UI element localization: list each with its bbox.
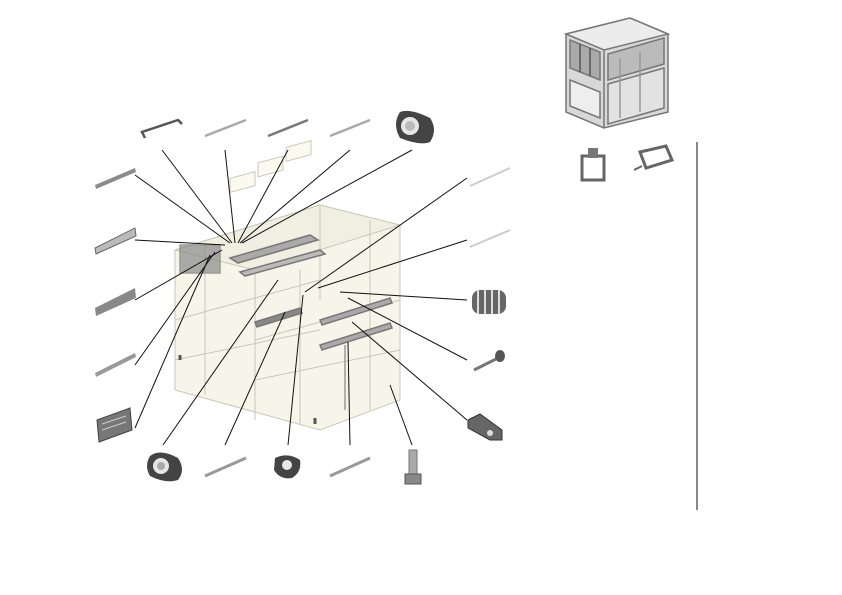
flange-bushing-icon bbox=[147, 452, 182, 482]
bent-rod-icon bbox=[140, 118, 183, 139]
rod-icon bbox=[329, 118, 371, 138]
rail-icon bbox=[95, 353, 136, 377]
rod-icon bbox=[469, 229, 511, 248]
flange-bushing-icon bbox=[396, 110, 434, 144]
pin-icon bbox=[473, 350, 505, 372]
rod-icon bbox=[204, 118, 247, 138]
rod-icon bbox=[267, 118, 309, 138]
hinge-bracket-icon bbox=[467, 413, 503, 441]
hex-bolt-icon bbox=[404, 449, 422, 485]
leader-lines bbox=[134, 149, 468, 446]
cabinet-frame-icon bbox=[563, 17, 671, 129]
cabinet-assembly bbox=[173, 140, 402, 431]
coil-spring-icon bbox=[472, 290, 506, 314]
rail-icon bbox=[95, 288, 136, 316]
circuit-board-icon bbox=[96, 407, 133, 443]
rod-icon bbox=[329, 456, 371, 478]
rod-icon bbox=[204, 456, 247, 478]
assembly-details bbox=[178, 234, 393, 424]
rail-icon bbox=[94, 227, 137, 255]
flange-bushing-icon bbox=[274, 455, 301, 479]
clip-bracket-icon bbox=[580, 148, 606, 182]
rail-icon bbox=[95, 168, 136, 189]
rod-icon bbox=[469, 167, 511, 187]
clip-ring-icon bbox=[633, 144, 675, 171]
